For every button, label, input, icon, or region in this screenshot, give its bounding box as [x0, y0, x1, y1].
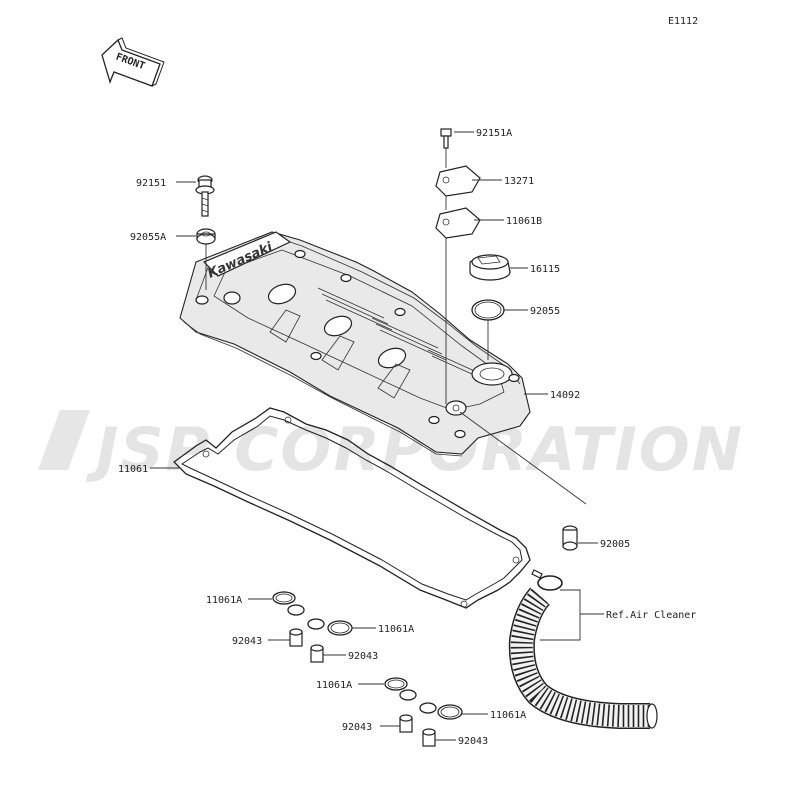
fitting-92005: [562, 525, 578, 551]
leader-lines: [150, 131, 598, 741]
callout-92005: 92005: [600, 539, 630, 550]
callout-11061A-3: 11061A: [316, 680, 352, 691]
callout-92055A: 92055A: [130, 232, 166, 243]
callout-11061A-2: 11061A: [378, 624, 414, 635]
callout-92055: 92055: [530, 306, 560, 317]
dowel-92043-1: [289, 628, 303, 647]
bolt-92151: [195, 175, 215, 217]
callout-11061: 11061: [118, 464, 148, 475]
cover-gasket: [173, 407, 531, 609]
o-ring-11061A-1: [272, 591, 305, 616]
hose-clamp: [531, 569, 563, 591]
callout-ref-air-cleaner: Ref.Air Cleaner: [606, 610, 696, 621]
callout-16115: 16115: [530, 264, 560, 275]
o-ring-92055: [471, 299, 505, 321]
callout-14092: 14092: [550, 390, 580, 401]
gasket-11061B: [435, 207, 481, 239]
o-ring-11061A-3: [384, 677, 417, 701]
callout-92043-2: 92043: [348, 651, 378, 662]
front-arrow-icon: FRONT: [101, 37, 165, 87]
breather-hose: [508, 587, 658, 729]
o-ring-11061A-4: [419, 702, 463, 720]
diagram-code: E1112: [668, 16, 698, 27]
callout-11061A-4: 11061A: [490, 710, 526, 721]
callout-11061A-1: 11061A: [206, 595, 242, 606]
callout-11061B: 11061B: [506, 216, 542, 227]
callout-92043-3: 92043: [342, 722, 372, 733]
callout-92151A: 92151A: [476, 128, 512, 139]
o-ring-11061A-2: [307, 618, 353, 636]
oil-filler-cap-16115: [469, 254, 511, 281]
dowel-92043-2: [310, 644, 324, 663]
dowel-92043-4: [422, 728, 436, 747]
dowel-92043-3: [399, 714, 413, 733]
callout-92151: 92151: [136, 178, 166, 189]
callout-labels: 92151A 13271 11061B 16115 92055 14092 92…: [118, 128, 696, 747]
bolt-92151A: [440, 128, 452, 149]
callout-92043-1: 92043: [232, 636, 262, 647]
callout-92043-4: 92043: [458, 736, 488, 747]
washer-92055A: [196, 228, 216, 245]
callout-13271: 13271: [504, 176, 534, 187]
plate-13271: [435, 165, 481, 197]
